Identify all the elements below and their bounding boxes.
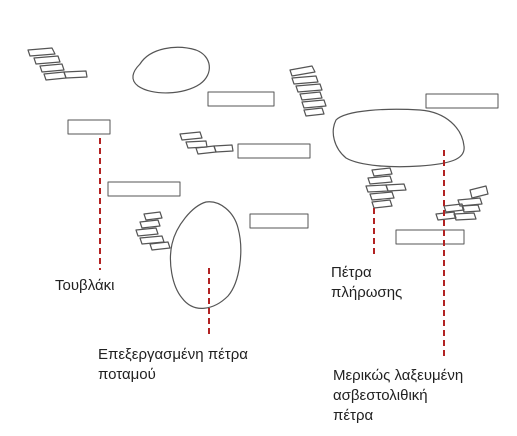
label-river-stone: Επεξεργασμένη πέτρα ποταμού — [98, 346, 248, 383]
label-box-3 — [207, 91, 275, 107]
stone-right-large — [332, 108, 465, 168]
label-box-1 — [67, 119, 111, 135]
brick-stack-left — [135, 211, 171, 251]
label-box-2 — [107, 181, 181, 197]
brick-stack-top-middle — [289, 65, 327, 117]
label-limestone: Μερικώς λαξευμένη ασβεστολιθική πέτρα — [333, 367, 464, 424]
stone-top-center — [132, 46, 210, 94]
limestone-stack — [435, 185, 489, 221]
label-box-7 — [395, 229, 465, 245]
label-fill-stone: Πέτρα πλήρωσης — [331, 264, 403, 301]
label-box-6 — [425, 93, 499, 109]
stone-river-processed — [169, 201, 242, 309]
label-box-4 — [237, 143, 311, 159]
label-box-5 — [249, 213, 309, 229]
brick-cluster-middle — [179, 131, 234, 155]
brick-stack-top-left — [27, 47, 88, 81]
label-brick: Τουβλάκι — [55, 277, 115, 294]
fill-stone-stack — [365, 167, 407, 209]
